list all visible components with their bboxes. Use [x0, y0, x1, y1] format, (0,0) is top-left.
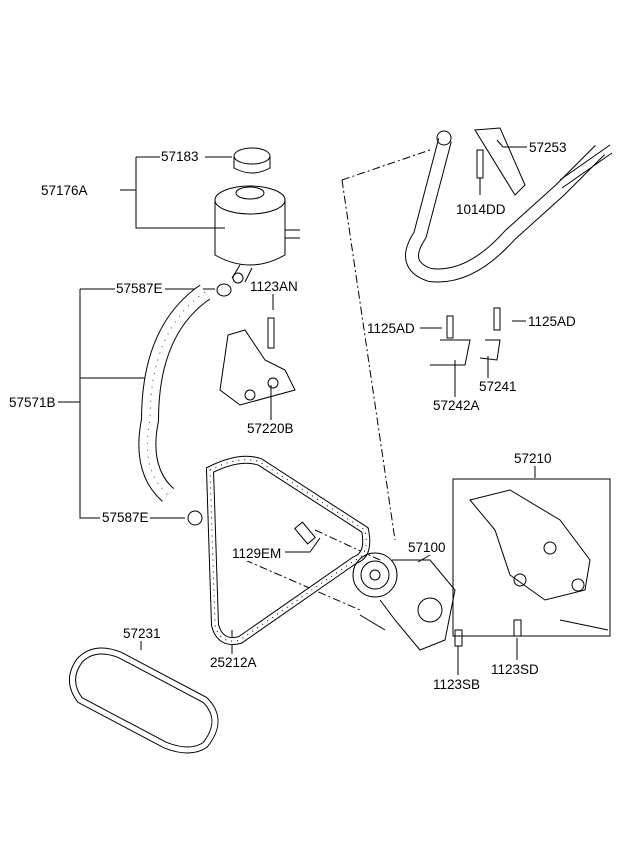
part-label-57183: 57183 — [160, 149, 200, 164]
part-label-1014DD: 1014DD — [455, 202, 507, 217]
leader-lines — [58, 139, 536, 675]
part-label-1123AN: 1123AN — [249, 279, 299, 294]
part-label-25212A: 25212A — [209, 655, 258, 670]
reservoir — [214, 185, 300, 284]
power-steering-pump — [352, 552, 456, 651]
part-label-57241: 57241 — [478, 379, 518, 394]
belt-57231 — [69, 647, 219, 754]
part-label-57571B: 57571B — [8, 395, 57, 410]
reservoir-bracket — [219, 317, 296, 406]
part-label-57100: 57100 — [407, 540, 447, 555]
part-label-57587E-bottom: 57587E — [101, 510, 150, 525]
part-label-57176A: 57176A — [40, 183, 89, 198]
dashed-guides — [244, 149, 431, 611]
part-label-57231: 57231 — [122, 626, 162, 641]
part-label-1123SB: 1123SB — [432, 677, 482, 692]
part-label-57210: 57210 — [513, 451, 553, 466]
part-label-1129EM: 1129EM — [231, 546, 283, 561]
reservoir-cap — [233, 147, 271, 174]
clips — [294, 307, 522, 647]
return-hose — [138, 283, 232, 526]
part-label-57587E-top: 57587E — [115, 281, 164, 296]
part-label-1123SD: 1123SD — [490, 662, 540, 677]
pressure-hose — [405, 127, 613, 283]
part-label-1125AD-right: 1125AD — [527, 314, 577, 329]
part-label-57220B: 57220B — [246, 421, 295, 436]
part-label-1125AD-left: 1125AD — [366, 321, 416, 336]
part-label-57253: 57253 — [528, 140, 568, 155]
pump-bracket — [452, 478, 611, 637]
part-label-57242A: 57242A — [432, 398, 481, 413]
drive-belt — [205, 455, 371, 645]
